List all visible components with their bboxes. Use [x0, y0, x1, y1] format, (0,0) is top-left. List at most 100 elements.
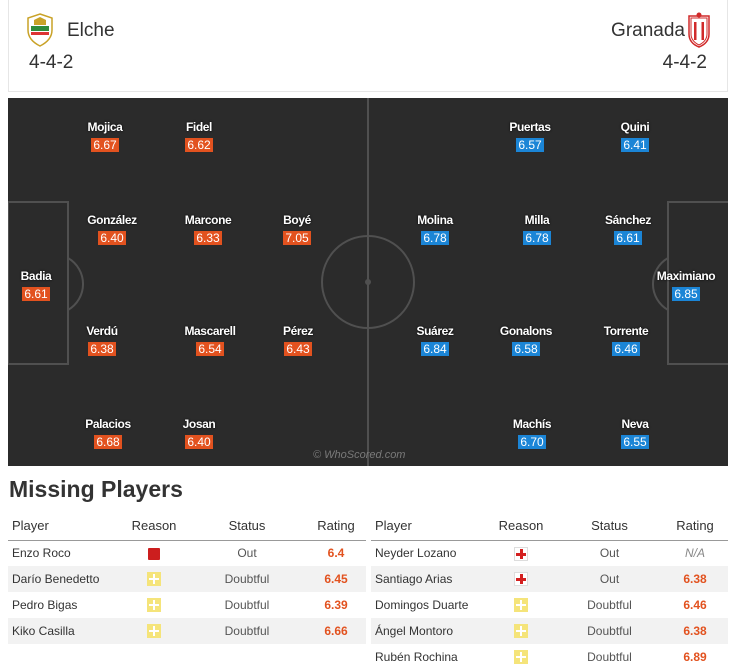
player-rating: 6.58 [512, 342, 540, 356]
table-row: Pedro Bigas Doubtful 6.39 [8, 592, 366, 618]
player-name: Pérez [282, 324, 314, 338]
player-name: Josan [182, 417, 216, 431]
home-player[interactable]: Josan 6.40 [164, 417, 234, 451]
player-rating: 6.43 [284, 342, 312, 356]
injury-icon [514, 572, 528, 587]
player-rating: 6.70 [518, 435, 546, 449]
status: Out [599, 546, 620, 561]
player-rating: 6.46 [612, 342, 640, 356]
elche-crest-icon[interactable] [25, 12, 55, 53]
player-rating: 6.41 [621, 138, 649, 152]
away-player[interactable]: Torrente 6.46 [591, 324, 661, 358]
player-name: Torrente [603, 324, 649, 338]
player-link[interactable]: Darío Benedetto [8, 566, 120, 592]
player-link[interactable]: Pedro Bigas [12, 598, 78, 612]
player-name: Verdú [86, 324, 118, 338]
away-missing-table: Player Reason Status Rating Neyder Lozan… [371, 512, 728, 670]
away-player[interactable]: Machís 6.70 [497, 417, 567, 451]
status: Doubtful [224, 598, 270, 612]
doubtful-icon [147, 572, 161, 587]
doubtful-icon [514, 624, 528, 639]
status: Doubtful [188, 566, 306, 592]
table-row: Rubén Rochina Doubtful 6.89 [371, 644, 728, 670]
doubtful-icon [147, 598, 161, 613]
rating: 6.89 [683, 650, 707, 664]
player-name: Quini [620, 120, 650, 134]
rating: 6.4 [327, 546, 345, 561]
home-formation: 4-4-2 [29, 52, 74, 73]
table-row: Domingos Duarte Doubtful 6.46 [371, 592, 728, 618]
status: Doubtful [587, 650, 632, 664]
player-rating: 7.05 [283, 231, 311, 245]
home-player[interactable]: Boyé 7.05 [262, 213, 332, 247]
injury-icon [514, 546, 528, 561]
col-status[interactable]: Status [557, 512, 662, 541]
player-link[interactable]: Santiago Arias [371, 566, 485, 592]
col-status[interactable]: Status [188, 512, 306, 541]
away-player[interactable]: Suárez 6.84 [400, 324, 470, 358]
col-rating[interactable]: Rating [662, 512, 728, 541]
col-reason[interactable]: Reason [485, 512, 557, 541]
away-team-name[interactable]: Granada [611, 20, 685, 41]
player-link[interactable]: Neyder Lozano [375, 546, 457, 561]
player-name: Boyé [283, 213, 311, 227]
away-player[interactable]: Neva 6.55 [600, 417, 670, 451]
status: Doubtful [557, 618, 662, 644]
table-row: Santiago Arias Out 6.38 [371, 566, 728, 592]
rating: N/A [684, 546, 705, 561]
away-formation: 4-4-2 [662, 52, 707, 73]
player-name: Machís [512, 417, 552, 431]
away-player[interactable]: Quini 6.41 [600, 120, 670, 154]
table-header-row: Player Reason Status Rating [8, 512, 366, 541]
section-title: Missing Players [9, 476, 183, 502]
granada-crest-icon[interactable] [687, 12, 711, 53]
player-link[interactable]: Rubén Rochina [375, 650, 458, 664]
player-rating: 6.68 [94, 435, 122, 449]
player-name: Neva [621, 417, 649, 431]
player-rating: 6.61 [614, 231, 642, 245]
col-player[interactable]: Player [8, 512, 120, 541]
player-rating: 6.84 [421, 342, 449, 356]
home-team-name[interactable]: Elche [67, 20, 115, 41]
rating: 6.38 [662, 618, 728, 644]
player-rating: 6.54 [196, 342, 224, 356]
table-row: Ángel Montoro Doubtful 6.38 [371, 618, 728, 644]
table-row: Kiko Casilla Doubtful 6.66 [8, 618, 366, 644]
col-reason[interactable]: Reason [120, 512, 188, 541]
player-name: Milla [524, 213, 550, 227]
player-name: Marcone [184, 213, 232, 227]
player-name: Puertas [509, 120, 551, 134]
player-link[interactable]: Kiko Casilla [8, 618, 120, 644]
player-rating: 6.40 [98, 231, 126, 245]
player-name: Palacios [85, 417, 131, 431]
player-link[interactable]: Enzo Roco [12, 546, 71, 561]
col-player[interactable]: Player [371, 512, 485, 541]
home-player[interactable]: Pérez 6.43 [263, 324, 333, 358]
player-name: Suárez [416, 324, 454, 338]
home-missing-table: Player Reason Status Rating Enzo Roco Ou… [8, 512, 366, 644]
player-link[interactable]: Domingos Duarte [375, 598, 469, 612]
player-link[interactable]: Ángel Montoro [371, 618, 485, 644]
player-rating: 6.40 [185, 435, 213, 449]
col-rating[interactable]: Rating [306, 512, 366, 541]
home-player[interactable]: Palacios 6.68 [73, 417, 143, 451]
player-rating: 6.78 [421, 231, 449, 245]
rating: 6.66 [306, 618, 366, 644]
player-rating: 6.55 [621, 435, 649, 449]
status: Out [237, 546, 257, 561]
rating: 6.39 [324, 598, 348, 612]
